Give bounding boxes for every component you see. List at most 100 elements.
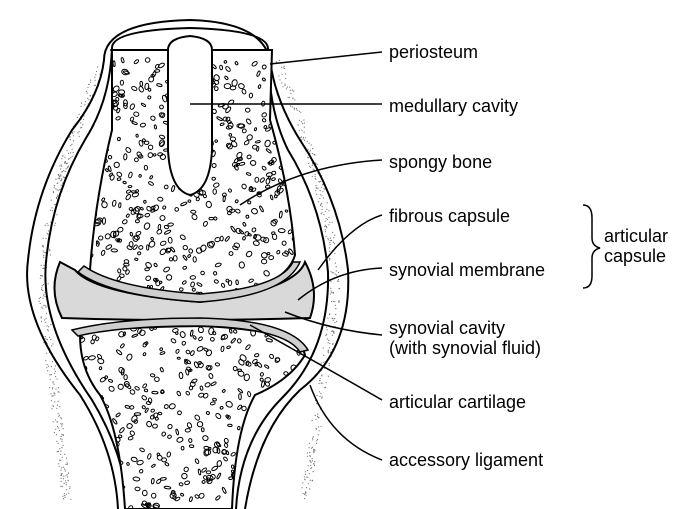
capsule-stipple-dot xyxy=(66,494,67,495)
capsule-stipple-dot xyxy=(55,206,56,207)
capsule-stipple-dot xyxy=(61,434,62,435)
capsule-stipple-dot xyxy=(60,486,61,487)
capsule-stipple-dot xyxy=(316,194,317,195)
capsule-stipple-dot xyxy=(304,140,305,141)
capsule-stipple-dot xyxy=(293,91,294,92)
capsule-stipple-dot xyxy=(287,87,288,88)
capsule-stipple-dot xyxy=(52,388,53,389)
capsule-stipple-dot xyxy=(95,74,96,75)
capsule-stipple-dot xyxy=(63,186,64,187)
capsule-stipple-dot xyxy=(79,119,80,120)
capsule-stipple-dot xyxy=(66,484,67,485)
capsule-stipple-dot xyxy=(68,159,69,160)
capsule-stipple-dot xyxy=(51,400,52,401)
capsule-stipple-dot xyxy=(54,393,55,394)
capsule-stipple-dot xyxy=(63,434,64,435)
capsule-stipple-dot xyxy=(47,223,48,224)
capsule-stipple-dot xyxy=(59,189,60,190)
capsule-stipple-dot xyxy=(53,395,54,396)
capsule-stipple-dot xyxy=(307,470,308,471)
capsule-stipple-dot xyxy=(288,97,289,98)
capsule-stipple-dot xyxy=(55,223,56,224)
capsule-stipple-dot xyxy=(290,93,291,94)
capsule-stipple-dot xyxy=(60,175,61,176)
capsule-stipple-dot xyxy=(326,209,327,210)
capsule-stipple-dot xyxy=(80,127,81,128)
capsule-stipple-dot xyxy=(321,209,322,210)
capsule-stipple-dot xyxy=(308,465,309,466)
capsule-stipple-dot xyxy=(45,307,46,308)
capsule-stipple-dot xyxy=(54,225,55,226)
capsule-stipple-dot xyxy=(331,292,332,293)
capsule-stipple-dot xyxy=(65,475,66,476)
capsule-stipple-dot xyxy=(45,338,46,339)
capsule-stipple-dot xyxy=(306,149,307,150)
capsule-stipple-dot xyxy=(334,235,335,236)
spongy-bone-pore xyxy=(294,491,301,499)
spongy-bone-pore xyxy=(78,467,85,473)
capsule-stipple-dot xyxy=(48,283,49,284)
capsule-stipple-dot xyxy=(332,272,333,273)
capsule-stipple-dot xyxy=(57,196,58,197)
spongy-bone-pore xyxy=(104,75,107,78)
capsule-stipple-dot xyxy=(58,392,59,393)
spongy-bone-pore xyxy=(294,215,299,220)
capsule-stipple-dot xyxy=(47,364,48,365)
capsule-stipple-dot xyxy=(46,342,47,343)
capsule-stipple-dot xyxy=(60,451,61,452)
capsule-stipple-dot xyxy=(55,389,56,390)
capsule-stipple-dot xyxy=(327,219,328,220)
capsule-stipple-dot xyxy=(312,163,313,164)
capsule-stipple-dot xyxy=(55,204,56,205)
spongy-bone-pore xyxy=(246,417,253,424)
spongy-bone-pore xyxy=(258,430,260,433)
capsule-stipple-dot xyxy=(67,163,68,164)
capsule-stipple-dot xyxy=(299,111,300,112)
capsule-stipple-dot xyxy=(333,320,334,321)
capsule-stipple-dot xyxy=(42,246,43,247)
label-periosteum: periosteum xyxy=(389,42,478,62)
capsule-stipple-dot xyxy=(60,438,61,439)
spongy-bone-pore xyxy=(117,489,122,494)
capsule-stipple-dot xyxy=(64,469,65,470)
capsule-stipple-dot xyxy=(73,131,74,132)
capsule-stipple-dot xyxy=(85,101,86,102)
capsule-stipple-dot xyxy=(52,356,53,357)
spongy-bone-pore xyxy=(288,429,293,434)
spongy-bone-pore xyxy=(280,479,286,484)
capsule-stipple-dot xyxy=(330,288,331,289)
spongy-bone-pore xyxy=(104,131,109,136)
capsule-stipple-dot xyxy=(304,122,305,123)
spongy-bone-pore xyxy=(291,499,296,504)
capsule-stipple-dot xyxy=(329,314,330,315)
capsule-stipple-dot xyxy=(47,339,48,340)
capsule-stipple-dot xyxy=(53,406,54,407)
capsule-stipple-dot xyxy=(58,451,59,452)
capsule-stipple-dot xyxy=(68,472,69,473)
capsule-stipple-dot xyxy=(43,246,44,247)
capsule-stipple-dot xyxy=(43,238,44,239)
capsule-stipple-dot xyxy=(331,240,332,241)
spongy-bone-pore xyxy=(105,498,110,504)
capsule-stipple-dot xyxy=(321,187,322,188)
capsule-stipple-dot xyxy=(334,243,335,244)
capsule-stipple-dot xyxy=(332,222,333,223)
capsule-stipple-dot xyxy=(81,118,82,119)
capsule-stipple-dot xyxy=(310,480,311,481)
spongy-bone-pore xyxy=(293,483,299,489)
capsule-stipple-dot xyxy=(310,465,311,466)
capsule-stipple-dot xyxy=(43,252,44,253)
spongy-bone-pore xyxy=(290,191,295,195)
capsule-stipple-dot xyxy=(70,499,71,500)
capsule-stipple-dot xyxy=(308,143,309,144)
spongy-bone-pore xyxy=(91,64,98,71)
capsule-stipple-dot xyxy=(60,481,61,482)
capsule-stipple-dot xyxy=(326,226,327,227)
spongy-bone-pore xyxy=(278,455,283,462)
capsule-stipple-dot xyxy=(332,335,333,336)
capsule-stipple-dot xyxy=(95,85,96,86)
capsule-stipple-dot xyxy=(318,201,319,202)
capsule-stipple-dot xyxy=(46,267,47,268)
capsule-stipple-dot xyxy=(325,231,326,232)
spongy-bone-pore xyxy=(291,471,296,476)
